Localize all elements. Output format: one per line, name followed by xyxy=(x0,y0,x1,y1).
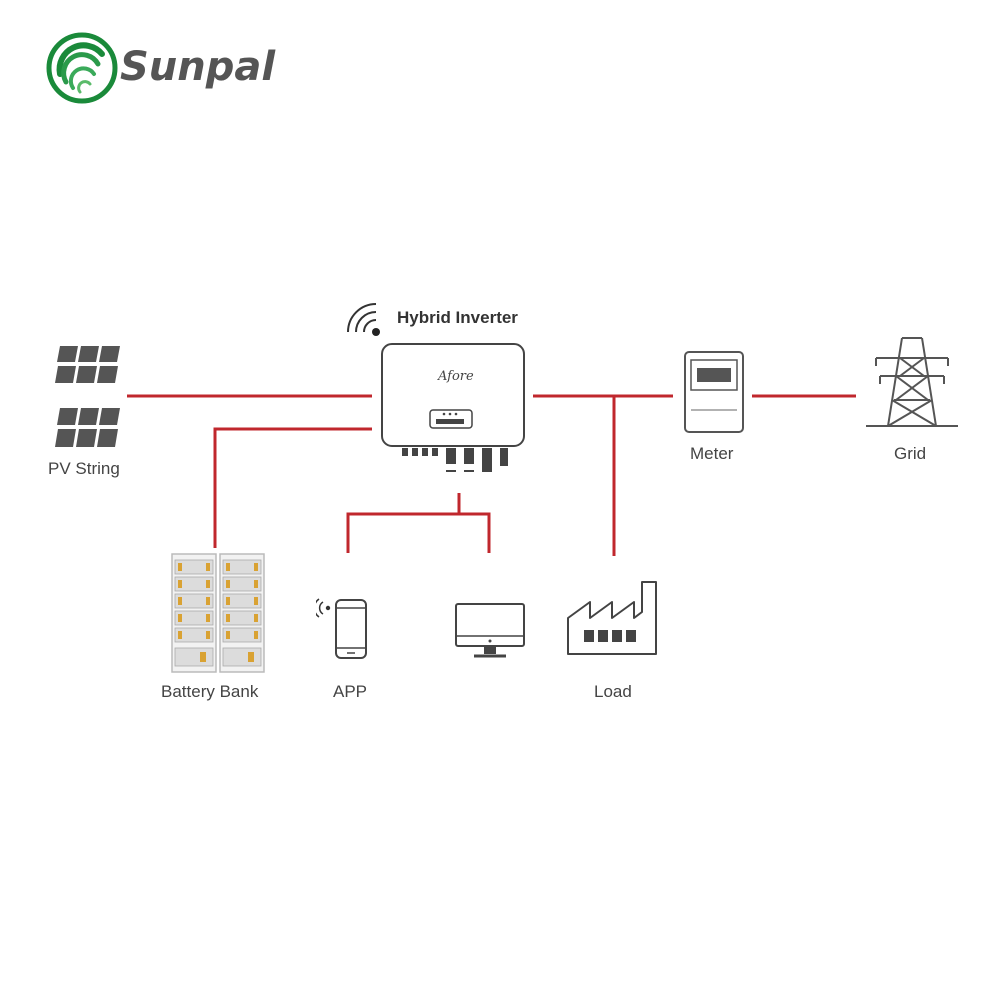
battery-rack-icon xyxy=(171,553,265,673)
wifi-signal-icon xyxy=(347,303,380,336)
load-label: Load xyxy=(594,682,632,701)
monitor-icon xyxy=(455,603,525,658)
pv-string-label: PV String xyxy=(48,459,120,478)
inverter-brand-logo: Afore xyxy=(437,369,474,384)
meter-label: Meter xyxy=(690,444,734,463)
brand-name: Sunpal xyxy=(120,44,276,90)
hybrid-inverter-icon: Afore xyxy=(381,343,525,472)
smartphone-icon xyxy=(316,598,367,659)
transmission-tower-icon xyxy=(866,337,958,427)
sunpal-logo-icon xyxy=(46,32,118,104)
grid-label: Grid xyxy=(894,444,927,463)
hybrid-inverter-label: Hybrid Inverter xyxy=(397,308,518,327)
meter-icon xyxy=(684,351,744,433)
line-comm-bus xyxy=(346,512,491,553)
solar-panel-icon xyxy=(55,346,120,447)
app-label: APP xyxy=(333,682,368,701)
factory-icon xyxy=(567,581,657,655)
battery-bank-label: Battery Bank xyxy=(161,682,259,701)
line-battery-inverter xyxy=(213,427,372,548)
